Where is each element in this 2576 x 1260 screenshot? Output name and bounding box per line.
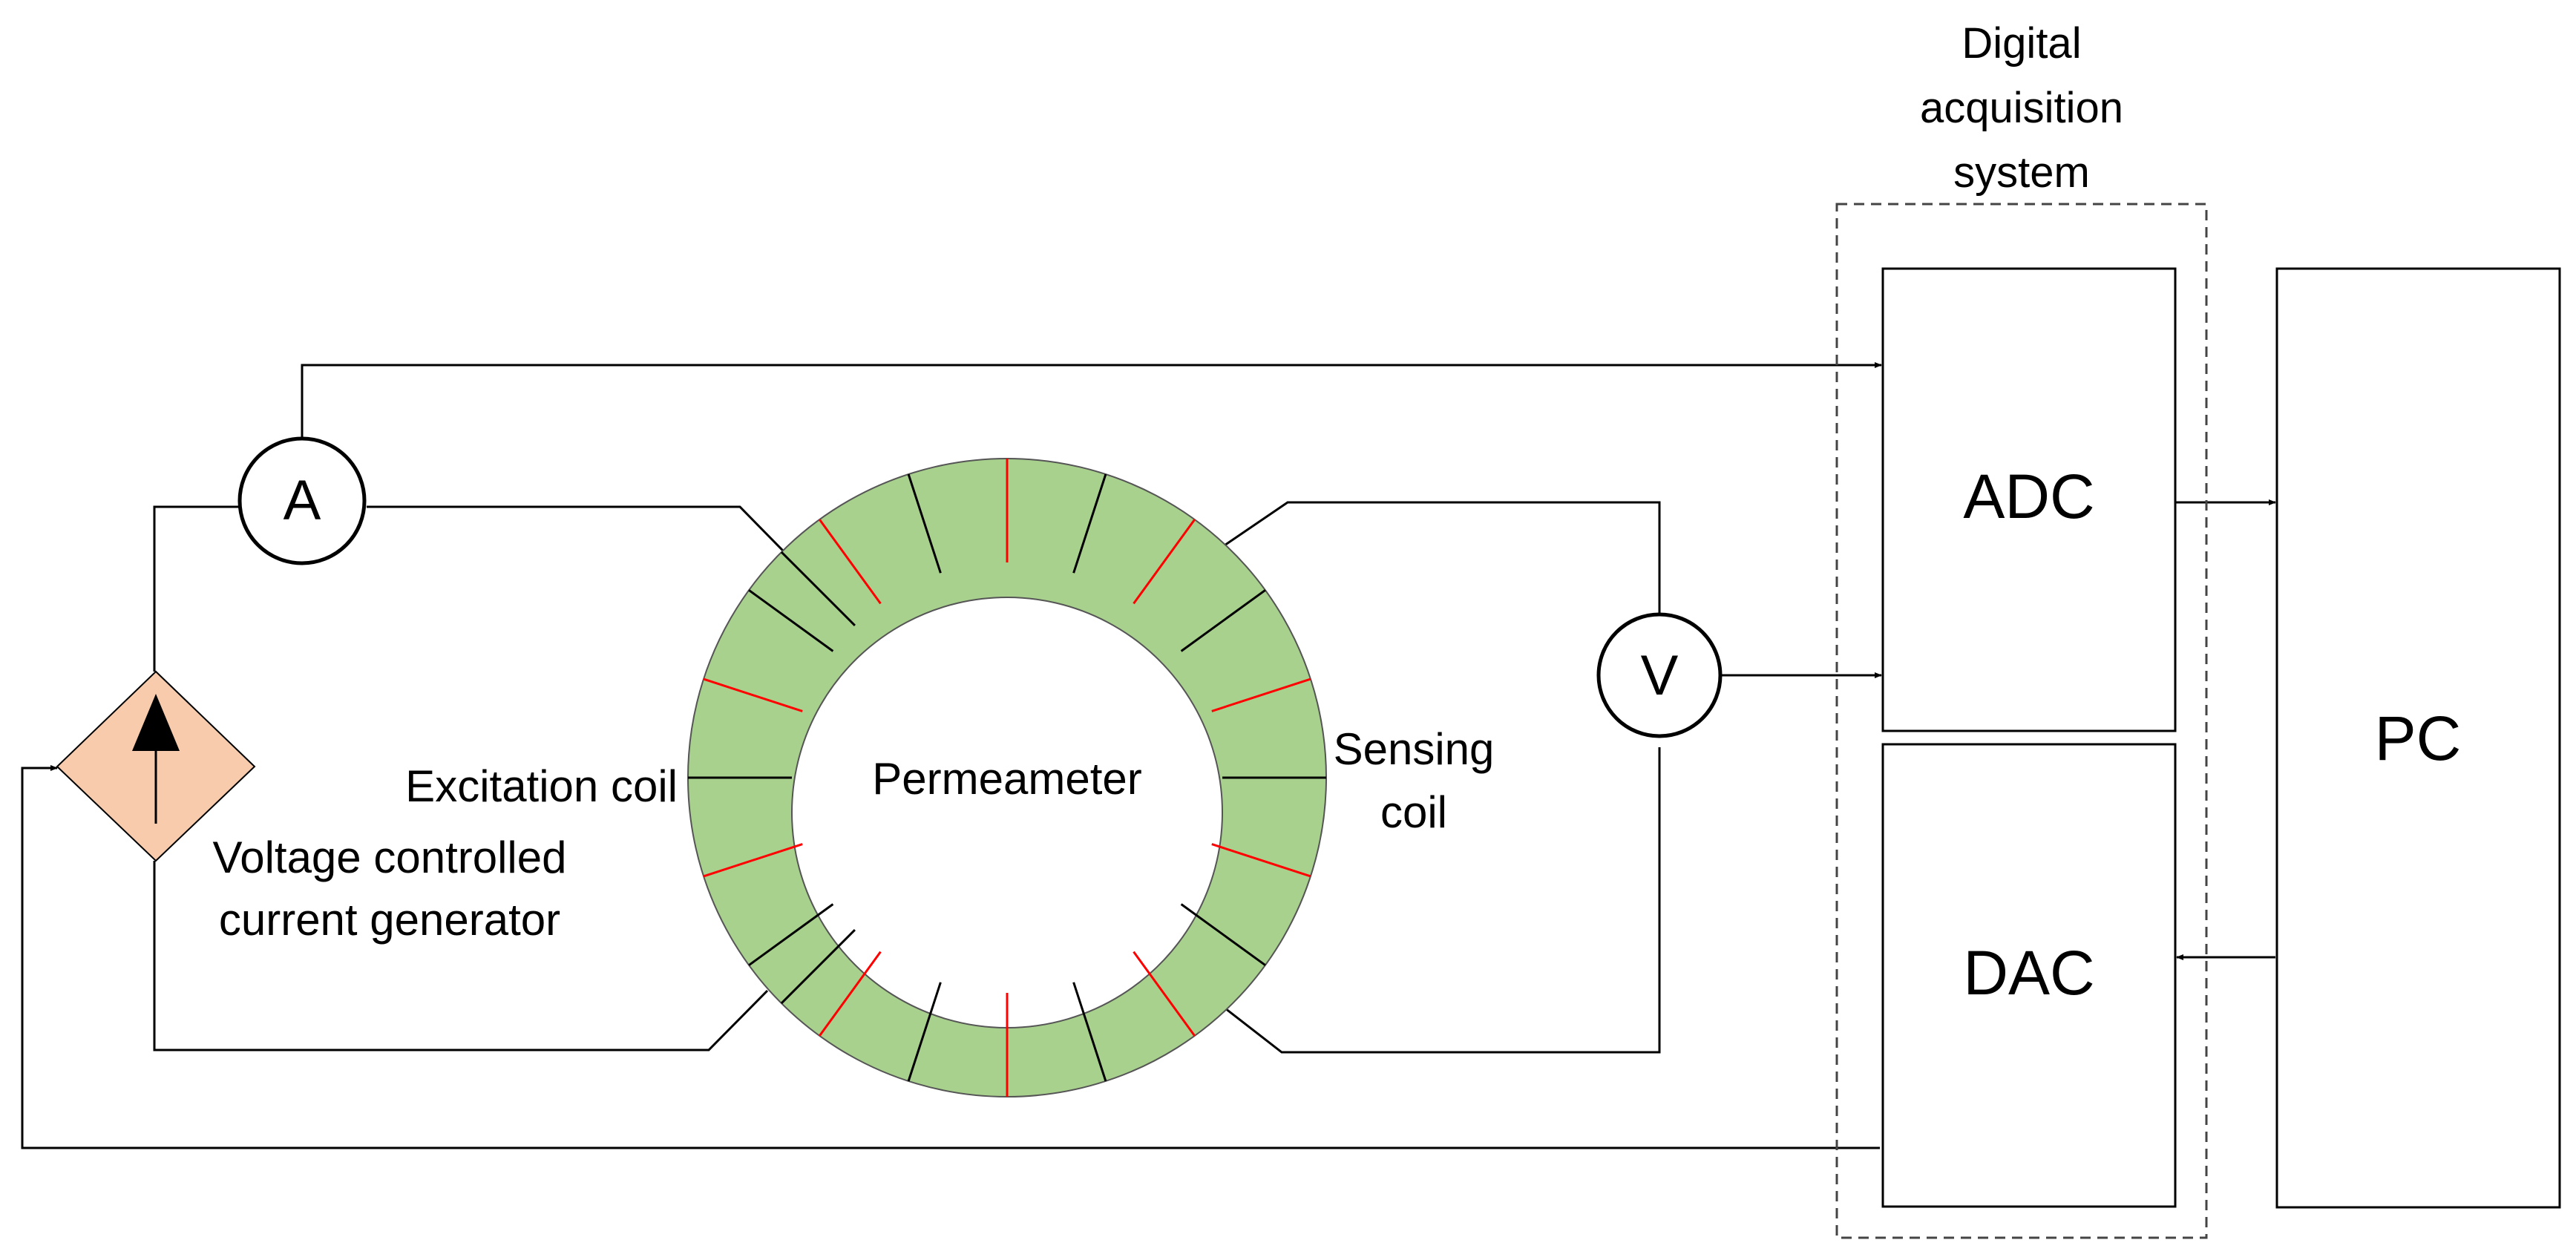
- wire-dac-to-generator: [21, 765, 1880, 1149]
- excitation-coil-label: Excitation coil: [405, 761, 678, 811]
- voltmeter: V: [1596, 612, 1723, 738]
- winding-segment: [1133, 519, 1196, 605]
- dac-box: [1881, 743, 2177, 1208]
- ammeter: A: [237, 436, 367, 565]
- winding-segment: [1180, 903, 1266, 966]
- dac-label: DAC: [1963, 938, 2094, 1008]
- voltmeter-label: V: [1641, 644, 1679, 707]
- voltmeter-circle: [1596, 612, 1723, 738]
- winding-segment: [1211, 677, 1311, 712]
- current-generator: [56, 670, 256, 862]
- generator-arrow-icon: [132, 694, 180, 751]
- adc-box: [1881, 267, 2177, 732]
- winding-segment: [1211, 843, 1311, 878]
- winding-segment: [907, 982, 942, 1082]
- winding-segment: [703, 677, 803, 712]
- winding-segment: [1180, 589, 1266, 652]
- adc-block: ADC: [1881, 267, 2177, 732]
- pc-label: PC: [2375, 703, 2462, 773]
- excitation-lead-bottom: [780, 929, 856, 1005]
- generator-label-line1: Voltage controlled: [212, 833, 566, 882]
- generator-label-line2: current generator: [219, 895, 560, 945]
- ammeter-circle: [237, 436, 367, 565]
- winding-segment: [748, 903, 834, 966]
- winding-segment: [1133, 951, 1196, 1037]
- pc-block: PC: [2275, 267, 2561, 1209]
- acquisition-system-boundary: [1835, 203, 2208, 1239]
- winding-segment: [819, 951, 882, 1037]
- pc-box: [2275, 267, 2561, 1209]
- winding-segment: [1072, 473, 1107, 574]
- winding-segment: [1072, 982, 1107, 1082]
- winding-segment: [819, 519, 882, 605]
- adc-label: ADC: [1963, 462, 2094, 531]
- wire-excitation-coil-return: [153, 861, 769, 1051]
- permeameter-label: Permeameter: [872, 754, 1141, 804]
- wire-ammeter-to-adc: [301, 362, 1882, 453]
- winding-segment: [748, 589, 834, 652]
- wire-sensing-coil-to-voltmeter: [1168, 501, 1661, 631]
- acquisition-system-label-line2: acquisition: [1920, 84, 2123, 132]
- sensing-coil-label-line1: Sensing: [1334, 724, 1495, 774]
- excitation-lead-top: [780, 551, 856, 626]
- acquisition-system-label-line3: system: [1953, 148, 2090, 197]
- ammeter-label: A: [284, 469, 321, 532]
- sensing-coil-label-line2: coil: [1380, 787, 1447, 837]
- dac-block: DAC: [1881, 743, 2177, 1208]
- wire-generator-to-ammeter: [153, 505, 241, 672]
- coil-windings: [688, 459, 1326, 1097]
- acquisition-system-label-line1: Digital: [1962, 19, 2081, 68]
- winding-segment: [907, 473, 942, 574]
- permeameter-toroid: [687, 458, 1327, 1097]
- winding-segment: [703, 843, 803, 878]
